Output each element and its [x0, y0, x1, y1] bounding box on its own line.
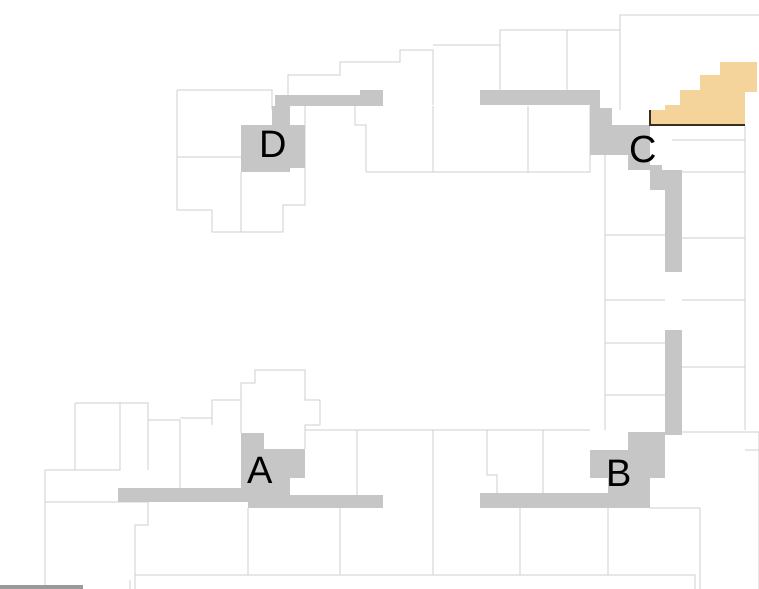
parcel-outlines: [44, 14, 759, 589]
zone-d[interactable]: D: [241, 90, 383, 172]
highlighted-parcel-border: [649, 110, 745, 126]
zone-a-label: A: [247, 450, 273, 492]
zone-b-shape[interactable]: [480, 330, 682, 508]
zone-a-shape[interactable]: [118, 433, 383, 508]
zone-c-shape[interactable]: [480, 90, 682, 272]
zone-b-label: B: [606, 453, 631, 495]
zone-c-label: C: [629, 129, 656, 171]
zone-b[interactable]: B: [480, 330, 682, 508]
highlighted-parcel-shape[interactable]: [650, 62, 757, 125]
zone-c[interactable]: C: [480, 90, 682, 272]
zone-d-shape[interactable]: [241, 90, 383, 172]
zone-a[interactable]: A: [118, 433, 383, 508]
highlighted-parcel[interactable]: [649, 62, 757, 126]
scale-bar: [0, 585, 83, 589]
zone-d-label: D: [259, 124, 286, 166]
